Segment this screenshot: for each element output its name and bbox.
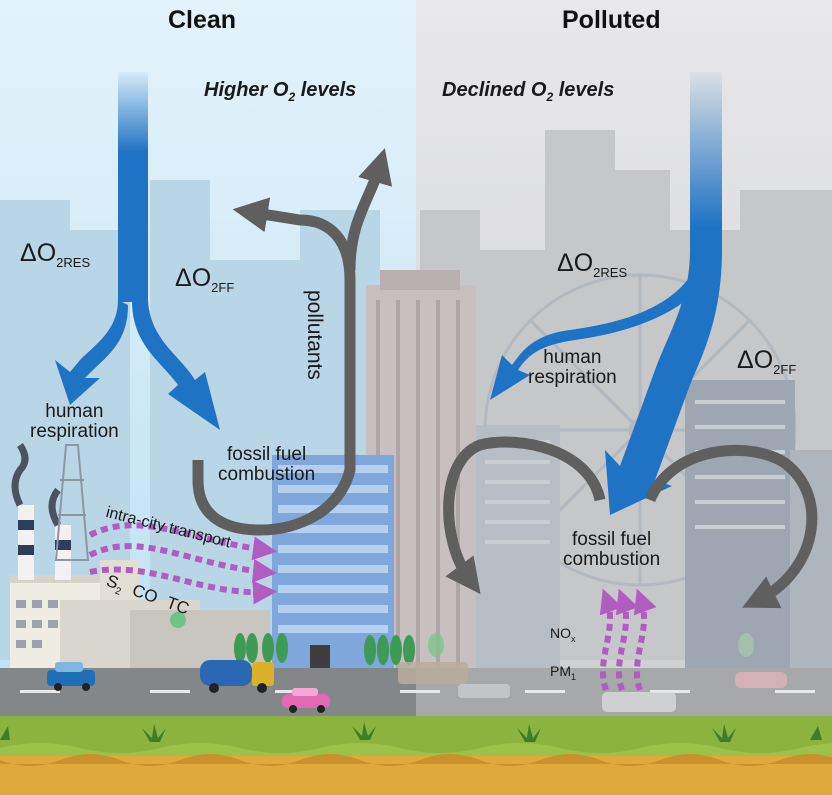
grass-tufts xyxy=(0,722,822,742)
vehicles xyxy=(47,660,787,713)
clean-o2-label: Higher O2 levels xyxy=(204,79,357,104)
polluted-o2-label: Declined O2 levels xyxy=(442,79,615,104)
trees xyxy=(234,633,754,665)
polluted-delta-o2-ff: ΔO2FF xyxy=(737,346,797,377)
clean-arrow-fossil xyxy=(132,300,220,430)
pm1-label: PM1 xyxy=(550,663,577,682)
clean-pollutants-up xyxy=(344,148,393,271)
transport-arrows xyxy=(88,522,277,605)
pollutants-label: pollutants xyxy=(303,290,326,380)
nox-label: NOx xyxy=(550,625,576,644)
polluted-buildings xyxy=(475,380,832,675)
clean-o2-inflow xyxy=(118,72,148,302)
polluted-delta-o2-res: ΔO2RES xyxy=(557,249,628,280)
polluted-arrow-respiration xyxy=(490,245,715,400)
polluted-loop-right xyxy=(644,444,818,609)
clean-title: Clean xyxy=(168,6,237,34)
polluted-o2-inflow xyxy=(605,72,722,515)
clean-arrow-respiration xyxy=(55,300,128,405)
factory xyxy=(10,443,270,670)
glass-building xyxy=(272,455,394,670)
clean-delta-o2-res: ΔO2RES xyxy=(20,239,91,270)
clean-delta-o2-ff: ΔO2FF xyxy=(175,264,235,295)
polluted-loop-left xyxy=(443,436,606,595)
polluted-title: Polluted xyxy=(562,6,661,34)
clean-pollutants-loop xyxy=(192,197,356,536)
